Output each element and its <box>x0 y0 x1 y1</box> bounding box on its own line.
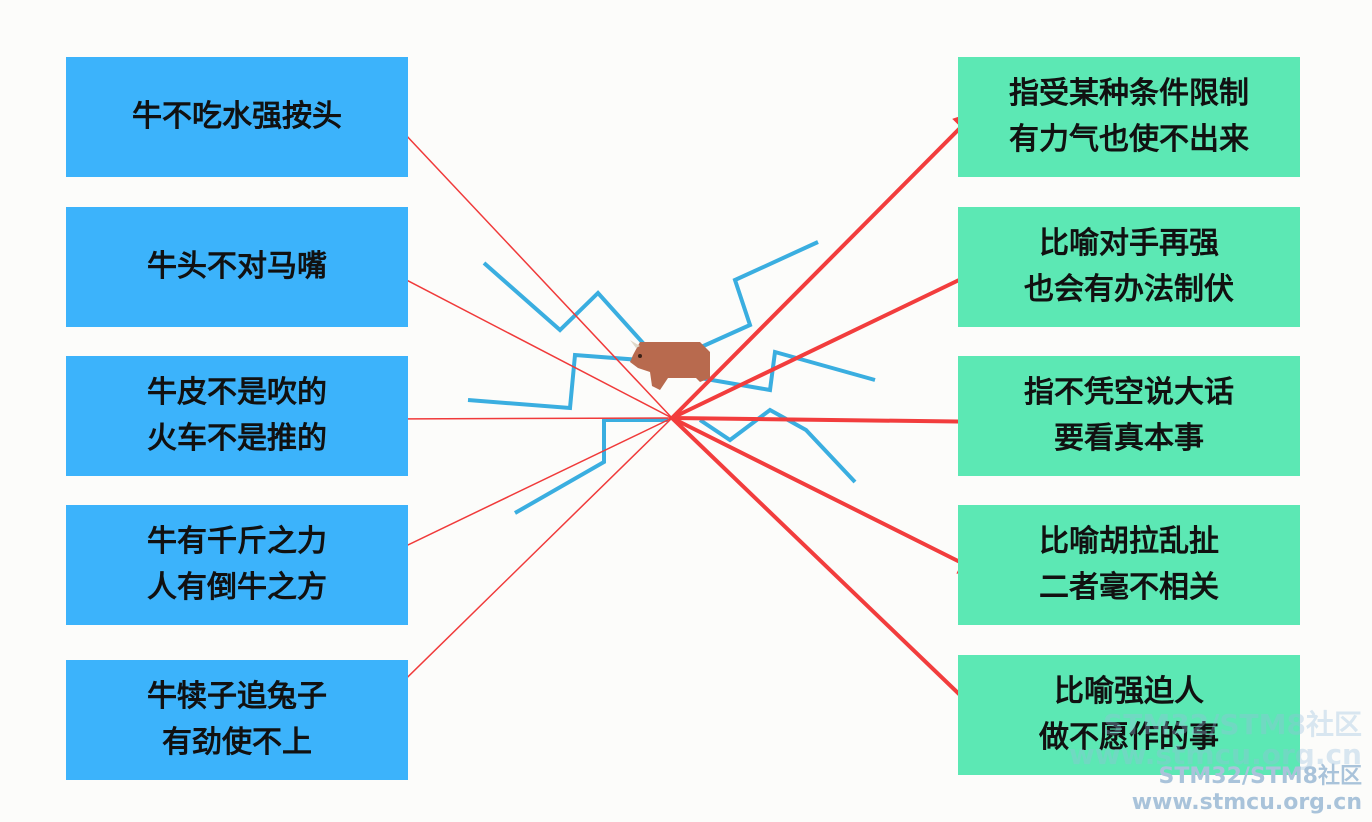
watermark-line1: STM32/STM8社区 <box>1158 764 1362 789</box>
right-item-5: 比喻强迫人 做不愿作的事 <box>958 655 1300 775</box>
watermark-faint-line1: STM32/STM8社区 <box>1103 708 1362 741</box>
right-item-1: 指受某种条件限制 有力气也使不出来 <box>958 57 1300 177</box>
connection-line-3 <box>375 417 673 420</box>
connection-arrow-1 <box>670 416 990 724</box>
left-item-3: 牛皮不是吹的 火车不是推的 <box>66 356 408 476</box>
connection-arrows <box>670 110 1004 724</box>
connection-arrow-3 <box>671 409 1004 434</box>
right-item-2: 比喻对手再强 也会有办法制伏 <box>958 207 1300 327</box>
watermark: STM32/STM8社区 www.stmcu.org.cn <box>1132 764 1362 816</box>
lightning-bolt-5 <box>699 349 876 393</box>
lightning-bolt-3 <box>514 418 668 515</box>
left-item-4: 牛有千斤之力 人有倒牛之方 <box>66 505 408 625</box>
connection-arrow-5 <box>670 110 978 420</box>
lightning-bolt-6 <box>698 407 857 484</box>
lightning-bolt-4 <box>689 240 819 354</box>
watermark-line2: www.stmcu.org.cn <box>1131 790 1362 815</box>
connection-lines <box>359 115 673 715</box>
right-item-4: 比喻胡拉乱扯 二者毫不相关 <box>958 505 1300 625</box>
connection-line-2 <box>367 259 673 419</box>
watermark-faint-line2: www.stmcu.org.cn <box>1068 738 1362 771</box>
watermark-faint: STM32/STM8社区 www.stmcu.org.cn <box>1069 710 1362 770</box>
left-item-5: 牛犊子追兔子 有劲使不上 <box>66 660 408 780</box>
left-item-1: 牛不吃水强按头 <box>66 57 408 177</box>
lightning-bolt-1 <box>482 261 662 364</box>
left-item-2: 牛头不对马嘴 <box>66 207 408 327</box>
connection-line-1 <box>387 115 673 419</box>
connection-line-5 <box>369 417 673 715</box>
bull-icon <box>630 340 710 390</box>
connection-arrow-2 <box>671 416 984 574</box>
connection-arrow-4 <box>671 264 992 420</box>
connection-line-4 <box>359 417 673 569</box>
right-item-3: 指不凭空说大话 要看真本事 <box>958 356 1300 476</box>
lightning-bolt-2 <box>467 352 641 411</box>
